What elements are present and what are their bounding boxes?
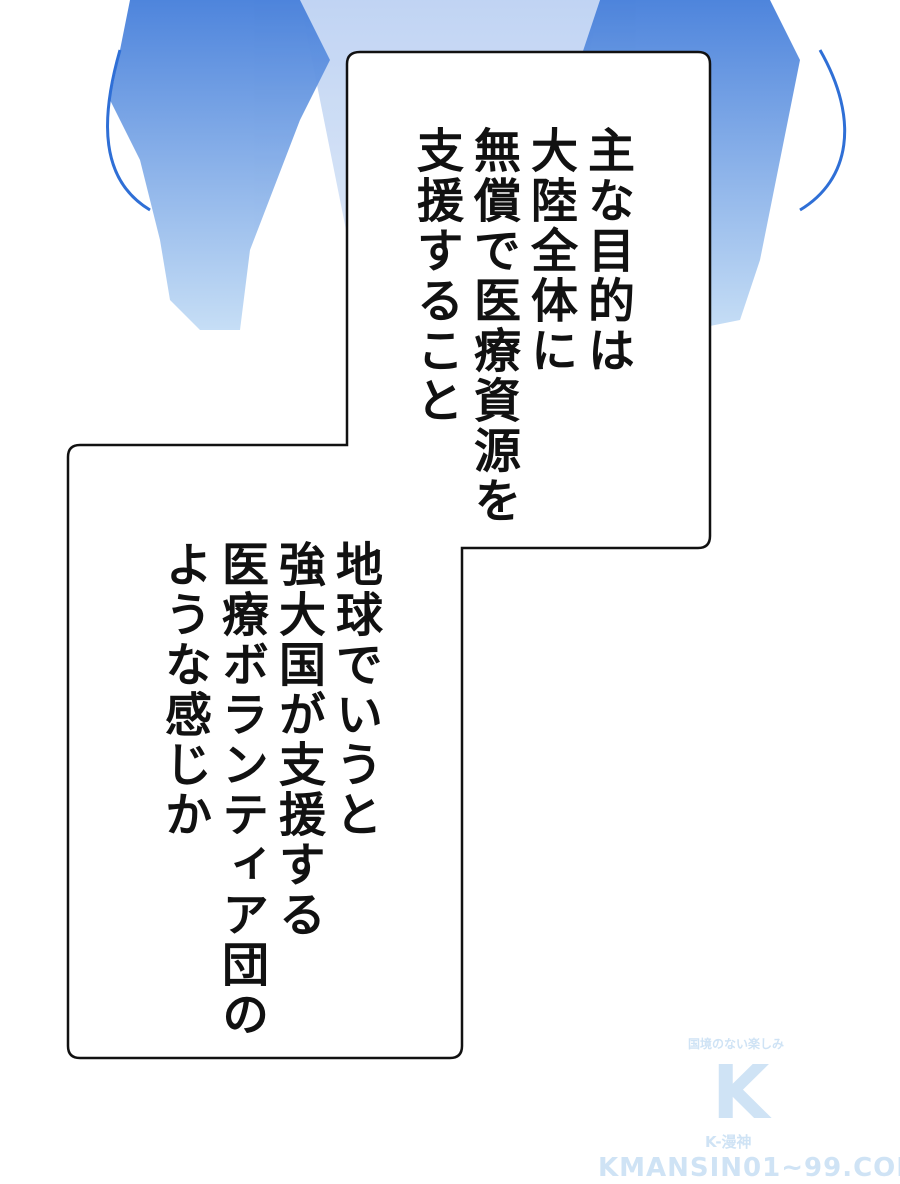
bubble-line: 無償で医療資源を <box>465 126 520 526</box>
watermark-brand: K-漫神 <box>705 1133 752 1151</box>
bubble-line: 大陸全体に <box>522 126 577 376</box>
bubble-line: 医療ボランティア団の <box>213 540 268 1040</box>
bubble-line: 主な目的は <box>579 126 634 376</box>
bubble-line: 地球でいうと <box>327 540 382 840</box>
bubble-line: 支援すること <box>408 126 463 426</box>
watermark-site: KMANSIN01~99.COM <box>598 1153 900 1183</box>
bubble-line: 強大国が支援する <box>270 540 325 940</box>
watermark-logo: K <box>712 1050 770 1136</box>
watermark-tagline: 国境のない楽しみ <box>688 1037 785 1051</box>
bubble-line: ような感じか <box>156 540 211 840</box>
